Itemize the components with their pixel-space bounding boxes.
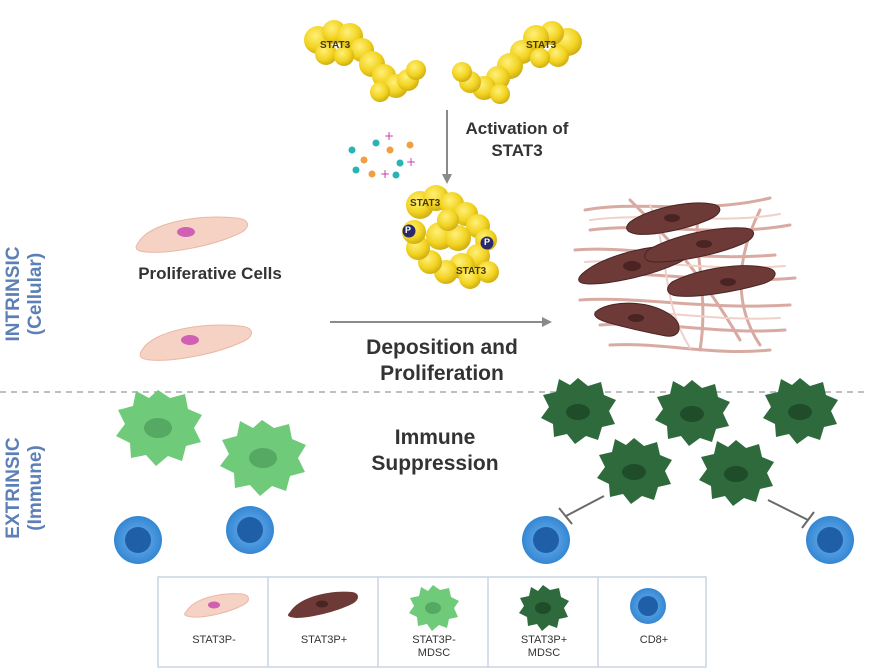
legend-label-cd8: CD8+ — [600, 634, 708, 647]
fibroblast-nuclei — [623, 214, 736, 322]
extrinsic-region-label: EXTRINSIC (Immune) — [3, 428, 47, 548]
deposition-label-line2: Proliferation — [380, 362, 504, 385]
legend-icon-mdsc-light — [409, 585, 459, 631]
activation-label-line1: Activation of — [465, 119, 569, 138]
activation-label-line2: STAT3 — [491, 141, 543, 160]
stat3-monomer-left — [304, 20, 426, 102]
proliferative-cell-bottom — [139, 324, 252, 361]
mdsc-dark-2 — [655, 380, 730, 446]
immune-label-line2: Suppression — [371, 452, 499, 475]
svg-text:+: + — [384, 129, 394, 143]
phospho-tag-left: P — [405, 225, 412, 235]
legend-label-stat3p-neg: STAT3P- — [160, 634, 268, 647]
cd8-cell-3 — [522, 516, 570, 564]
cytokine-particles: + + + — [348, 129, 416, 181]
phospho-tag-right: P — [484, 237, 491, 247]
extrinsic-label-line2: (Immune) — [25, 445, 46, 531]
legend-label-line1: STAT3P- — [192, 634, 236, 646]
deposition-label: Deposition and Proliferation — [342, 335, 542, 387]
legend-label-line2: MDSC — [527, 647, 561, 659]
mdsc-light-2 — [220, 420, 306, 496]
proliferative-cell-top — [135, 216, 248, 253]
legend-label-line1: STAT3P- — [412, 634, 456, 646]
legend-label-mdsc-pos: STAT3P+ MDSC — [490, 634, 598, 660]
mdsc-dark-5 — [699, 440, 774, 506]
legend-icon-mdsc-dark — [519, 585, 569, 631]
activation-label: Activation of STAT3 — [452, 118, 582, 162]
immune-label-line1: Immune — [394, 426, 476, 449]
legend-label-line1: STAT3P+ — [520, 634, 568, 646]
mdsc-dark-3 — [763, 378, 838, 444]
legend-label-line1: CD8+ — [639, 634, 669, 646]
legend-icon-cd8 — [630, 588, 666, 624]
legend-icon-stat3p-pos — [288, 591, 358, 618]
legend-label-mdsc-neg: STAT3P- MDSC — [380, 634, 488, 660]
legend-label-line2: MDSC — [417, 647, 451, 659]
legend-label-stat3p-pos: STAT3P+ — [270, 634, 378, 647]
stat3-dimer — [402, 185, 499, 289]
immune-label: Immune Suppression — [355, 425, 515, 477]
intrinsic-label-line1: INTRINSIC — [3, 246, 24, 342]
deposition-label-line1: Deposition and — [366, 336, 518, 359]
svg-text:+: + — [406, 155, 416, 169]
intrinsic-region-label: INTRINSIC (Cellular) — [3, 234, 47, 354]
stat3-monomer-right — [452, 21, 582, 104]
mdsc-light-1 — [116, 390, 202, 466]
inhibition-lines — [558, 495, 815, 529]
cd8-cell-4 — [806, 516, 854, 564]
mdsc-dark-1 — [541, 378, 616, 444]
stat3-tag-dimer-top: STAT3 — [410, 198, 441, 209]
phospho-markers — [402, 224, 494, 250]
extrinsic-label-line1: EXTRINSIC — [3, 437, 24, 539]
stat3-tag-left: STAT3 — [320, 40, 351, 51]
stat3-tag-right: STAT3 — [526, 40, 557, 51]
cd8-cell-2 — [226, 506, 274, 554]
mdsc-dark-4 — [597, 438, 672, 504]
legend-icon-stat3p-neg — [184, 593, 249, 618]
proliferative-label: Proliferative Cells — [138, 264, 282, 283]
cd8-cell-1 — [114, 516, 162, 564]
intrinsic-label-line2: (Cellular) — [25, 252, 46, 336]
legend-label-line1: STAT3P+ — [300, 634, 348, 646]
stat3-tag-dimer-bottom: STAT3 — [456, 266, 487, 277]
svg-text:+: + — [380, 167, 390, 181]
